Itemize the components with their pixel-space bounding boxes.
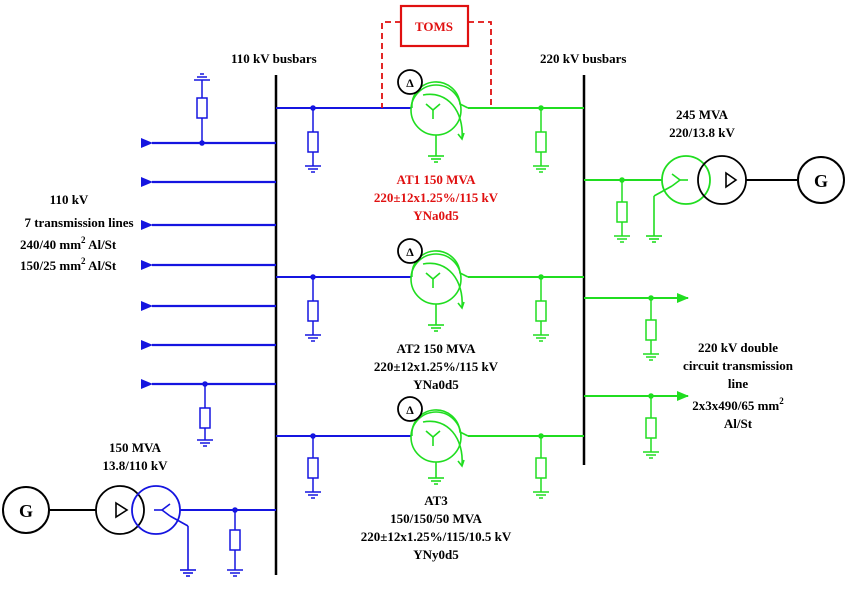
- delta-winding-icon: Δ: [406, 403, 414, 417]
- toms-monitoring-system: TOMS: [381, 4, 492, 108]
- svg-text:AT2 150 MVA: AT2 150 MVA: [397, 341, 477, 356]
- svg-text:220±12x1.25%/115 kV: 220±12x1.25%/115 kV: [374, 359, 499, 374]
- busbar-110kv-label: 110 kV busbars: [231, 51, 317, 66]
- autotransformer-at3: Δ: [276, 396, 584, 499]
- delta-winding-icon: Δ: [406, 76, 414, 90]
- at1-label: AT1 150 MVA 220±12x1.25%/115 kV YNa0d5: [374, 172, 499, 223]
- autotransformer-at2: Δ: [276, 238, 584, 342]
- at3-label: AT3 150/150/50 MVA 220±12x1.25%/115/10.5…: [361, 493, 512, 562]
- generator-transformer-110kv-label: 150 MVA 13.8/110 kV: [102, 440, 168, 473]
- transmission-line-220kv-label: 220 kV double circuit transmission line …: [683, 340, 794, 431]
- svg-text:110 kV: 110 kV: [50, 192, 89, 207]
- transmission-lines-110kv-label: 110 kV 7 transmission lines 240/40 mm2 A…: [20, 192, 134, 273]
- svg-text:150/150/50 MVA: 150/150/50 MVA: [390, 511, 482, 526]
- generator-transformer-110kv: G: [2, 485, 276, 577]
- svg-text:2x3x490/65 mm2: 2x3x490/65 mm2: [692, 396, 784, 413]
- svg-text:240/40 mm2 Al/St: 240/40 mm2 Al/St: [20, 235, 117, 252]
- svg-text:13.8/110 kV: 13.8/110 kV: [102, 458, 168, 473]
- transmission-line-220kv: [584, 293, 689, 459]
- generator-icon: G: [19, 501, 33, 521]
- transmission-lines-110kv: [141, 138, 276, 389]
- toms-label: TOMS: [415, 19, 453, 34]
- generator-transformer-220kv-label: 245 MVA 220/13.8 kV: [669, 107, 735, 140]
- shunt-surge-arrester-bottom-left: [197, 381, 213, 447]
- svg-text:220±12x1.25%/115/10.5 kV: 220±12x1.25%/115/10.5 kV: [361, 529, 512, 544]
- svg-text:220/13.8 kV: 220/13.8 kV: [669, 125, 735, 140]
- svg-text:220 kV double: 220 kV double: [698, 340, 778, 355]
- svg-text:YNa0d5: YNa0d5: [413, 208, 459, 223]
- svg-text:YNy0d5: YNy0d5: [413, 547, 459, 562]
- generator-icon: G: [814, 171, 828, 191]
- shunt-surge-arrester-top-left: [194, 73, 210, 146]
- svg-text:AT3: AT3: [424, 493, 448, 508]
- svg-text:220±12x1.25%/115 kV: 220±12x1.25%/115 kV: [374, 190, 499, 205]
- svg-text:7 transmission lines: 7 transmission lines: [24, 215, 133, 230]
- svg-text:AT1 150 MVA: AT1 150 MVA: [397, 172, 477, 187]
- autotransformer-at1: Δ: [276, 69, 584, 173]
- svg-text:245 MVA: 245 MVA: [676, 107, 729, 122]
- generator-transformer-220kv: G: [584, 155, 845, 243]
- busbar-220kv-label: 220 kV busbars: [540, 51, 626, 66]
- svg-text:Al/St: Al/St: [724, 416, 753, 431]
- delta-winding-icon: Δ: [406, 245, 414, 259]
- svg-text:150/25 mm2 Al/St: 150/25 mm2 Al/St: [20, 256, 117, 273]
- at2-label: AT2 150 MVA 220±12x1.25%/115 kV YNa0d5: [374, 341, 499, 392]
- svg-text:line: line: [728, 376, 748, 391]
- svg-text:YNa0d5: YNa0d5: [413, 377, 459, 392]
- svg-text:150 MVA: 150 MVA: [109, 440, 162, 455]
- svg-text:circuit transmission: circuit transmission: [683, 358, 794, 373]
